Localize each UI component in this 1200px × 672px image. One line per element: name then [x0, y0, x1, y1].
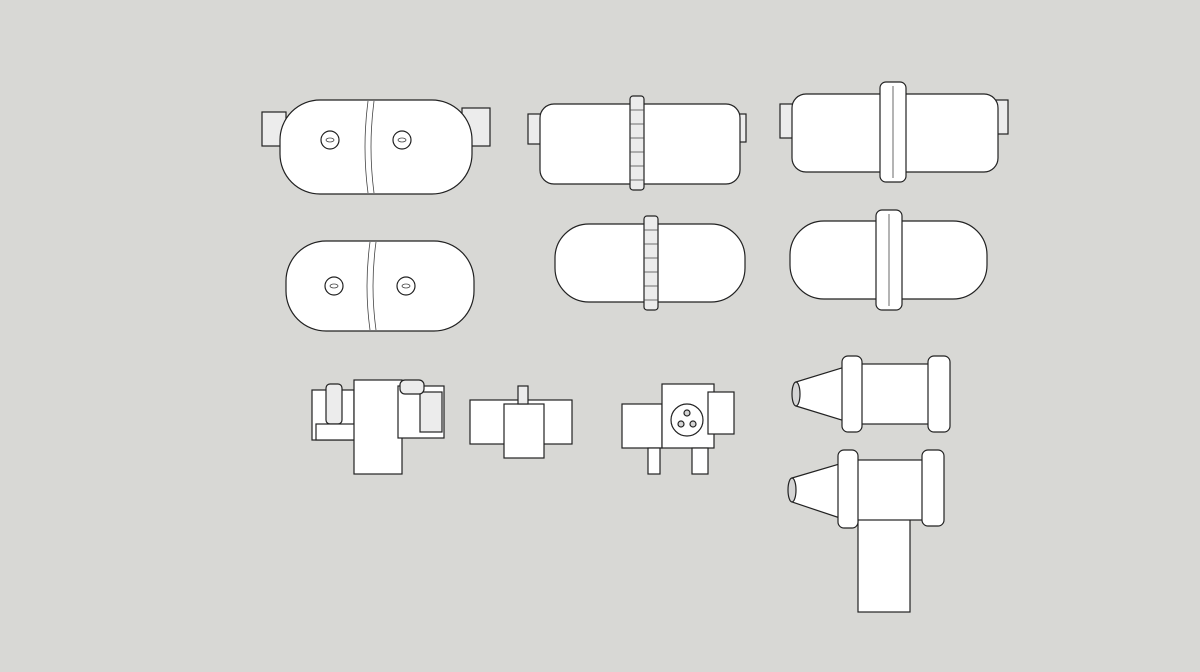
port-icon [392, 130, 412, 150]
tank-with-band-1[interactable] [527, 95, 747, 191]
flanged-nozzle-1[interactable] [791, 355, 951, 433]
block-assembly-1[interactable] [311, 379, 445, 475]
tank-with-band-2[interactable] [554, 215, 746, 311]
tank-with-ports-2[interactable] [285, 240, 475, 332]
block-2[interactable] [469, 385, 573, 459]
block-with-port[interactable] [621, 383, 735, 475]
tank-with-ports-1[interactable] [261, 99, 491, 195]
port-icon [320, 130, 340, 150]
tank-with-flange-1[interactable] [779, 81, 1009, 183]
tank-with-flange-2[interactable] [789, 209, 988, 311]
tank-body [279, 99, 473, 195]
flanged-nozzle-2[interactable] [787, 449, 945, 613]
